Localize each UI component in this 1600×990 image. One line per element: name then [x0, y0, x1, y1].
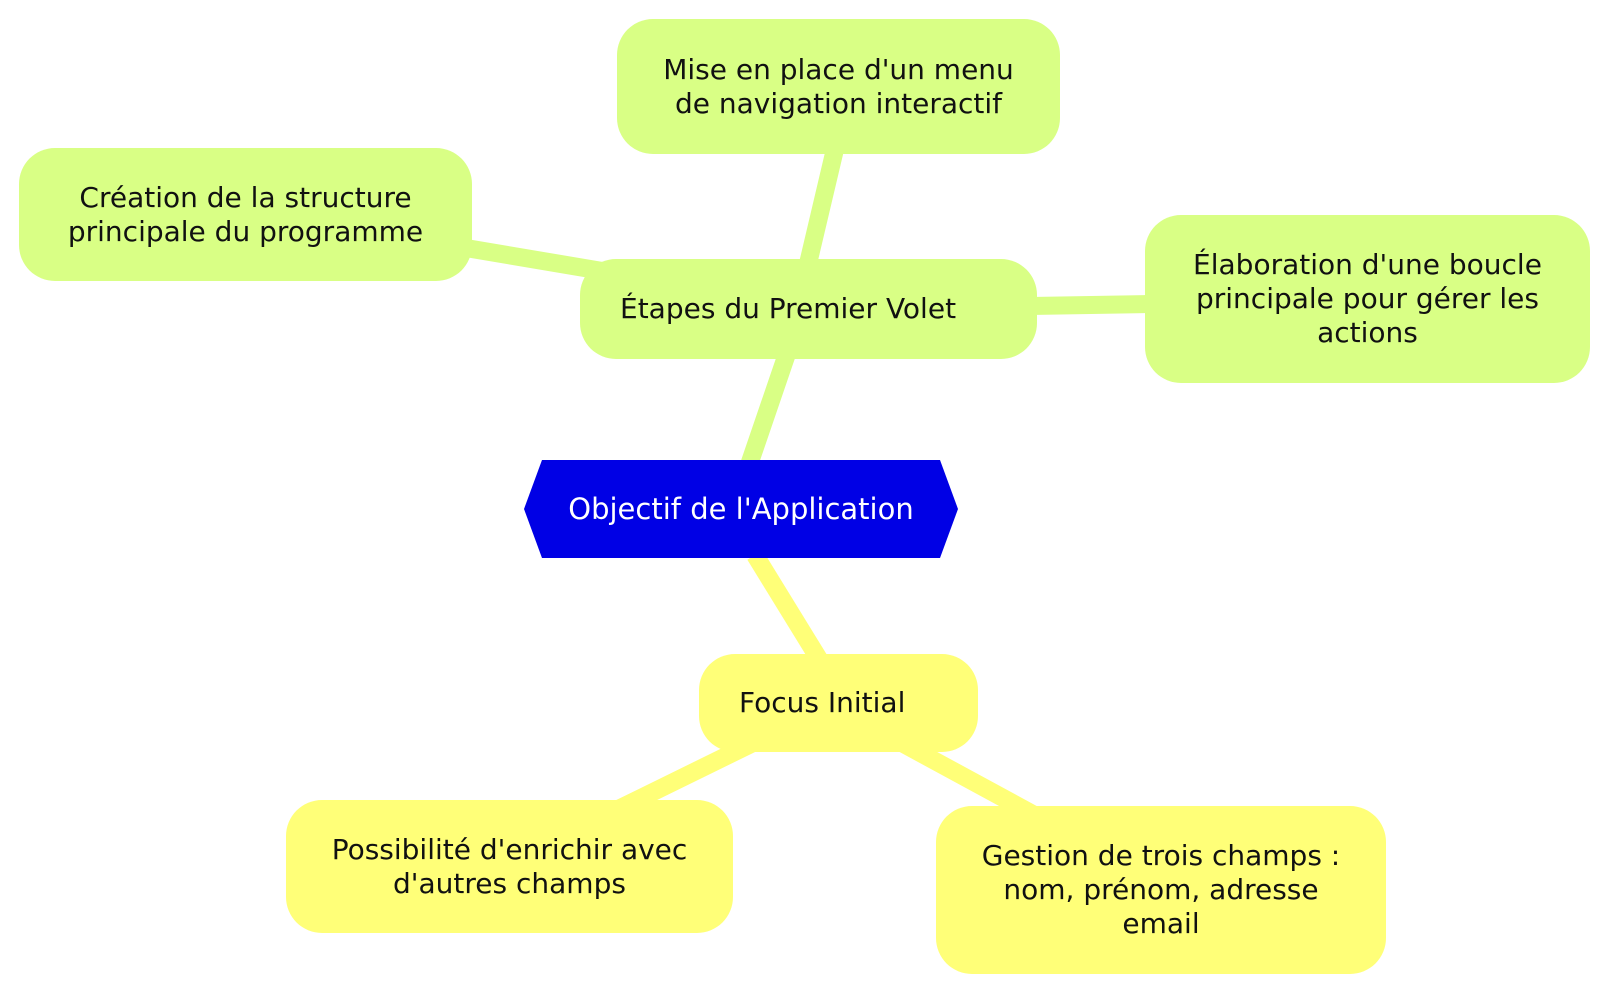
- leaf-node-label: Élaboration d'une boucle principale pour…: [1193, 248, 1542, 349]
- leaf-node-structure: Création de la structure principale du p…: [19, 148, 472, 281]
- leaf-node-label: Création de la structure principale du p…: [67, 180, 424, 248]
- connector-root-focus: [747, 550, 830, 669]
- branch-node-label: Focus Initial: [739, 686, 906, 719]
- leaf-node-boucle: Élaboration d'une boucle principale pour…: [1145, 215, 1590, 383]
- root-node-label: Objectif de l'Application: [568, 492, 914, 526]
- leaf-node-menu: Mise en place d'un menu de navigation in…: [617, 19, 1060, 154]
- leaf-node-label: Possibilité d'enrichir avec d'autres cha…: [331, 832, 688, 900]
- connector-etapes-boucle: [1029, 295, 1151, 315]
- branch-node-focus: Focus Initial: [699, 654, 978, 752]
- leaf-node-label: Gestion de trois champs : nom, prénom, a…: [981, 839, 1341, 940]
- connector-focus-gestion: [895, 734, 1045, 826]
- branch-node-etapes: Étapes du Premier Volet: [580, 259, 1037, 359]
- leaf-node-gestion: Gestion de trois champs : nom, prénom, a…: [936, 806, 1386, 974]
- leaf-node-enrichir: Possibilité d'enrichir avec d'autres cha…: [286, 800, 733, 933]
- connector-root-etapes: [741, 336, 799, 471]
- root-node: Objectif de l'Application: [524, 460, 958, 558]
- branch-node-label: Étapes du Premier Volet: [620, 292, 957, 325]
- leaf-node-label: Mise en place d'un menu de navigation in…: [663, 52, 1014, 120]
- connector-etapes-menu: [798, 142, 845, 271]
